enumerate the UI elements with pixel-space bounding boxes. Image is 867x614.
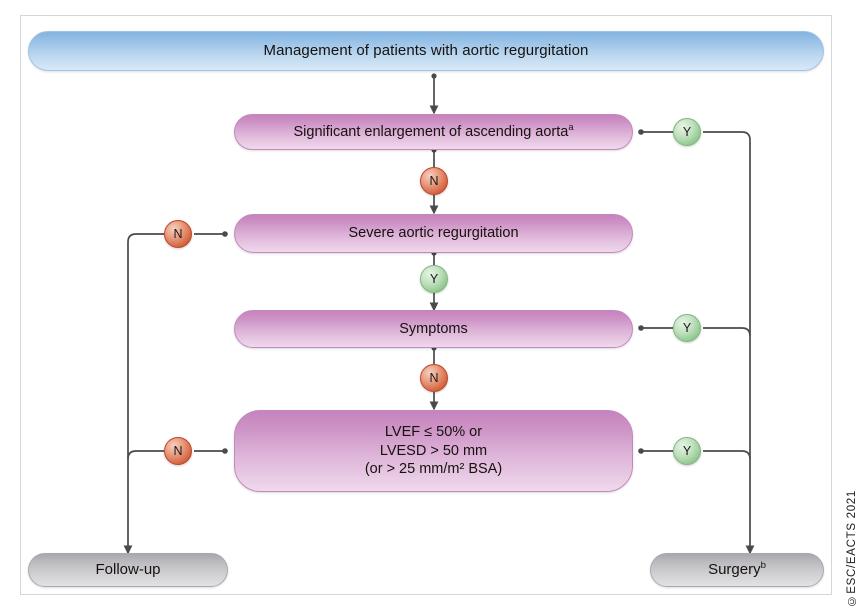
decision-ascending-aorta[interactable]: Significant enlargement of ascending aor…: [234, 114, 633, 150]
copyright-text: ©ESC/EACTS 2021: [846, 489, 858, 606]
badge-label: Y: [682, 125, 692, 139]
lvef-line-1: LVEF ≤ 50% or: [384, 424, 483, 441]
copyright-area: ©ESC/EACTS 2021: [837, 0, 867, 614]
badge-label: Y: [682, 321, 692, 335]
badge-no-severe-ar: N: [164, 220, 192, 248]
decision-lvef-lvesd[interactable]: LVEF ≤ 50% or LVESD > 50 mm (or > 25 mm/…: [234, 410, 633, 492]
badge-label: N: [429, 174, 439, 188]
badge-yes-severe-ar: Y: [420, 265, 448, 293]
lvef-line-2: LVESD > 50 mm: [379, 442, 488, 459]
decision-severe-ar-label: Severe aortic regurgitation: [348, 225, 519, 242]
badge-no-symptoms: N: [420, 364, 448, 392]
decision-symptoms-label: Symptoms: [399, 320, 468, 337]
badge-yes-symptoms: Y: [673, 314, 701, 342]
footnote-marker-a: a: [568, 121, 574, 132]
decision-ascending-aorta-label: Significant enlargement of ascending aor…: [293, 121, 574, 140]
badge-label: N: [429, 371, 439, 385]
footnote-marker-b: b: [760, 560, 766, 572]
header-title: Management of patients with aortic regur…: [263, 42, 589, 60]
figure-frame: [20, 15, 832, 595]
badge-no-ascending-aorta: N: [420, 167, 448, 195]
decision-severe-aortic-regurgitation[interactable]: Severe aortic regurgitation: [234, 214, 633, 253]
decision-symptoms[interactable]: Symptoms: [234, 310, 633, 348]
badge-yes-lvef: Y: [673, 437, 701, 465]
outcome-follow-up[interactable]: Follow-up: [28, 553, 228, 587]
outcome-surgery-label: Surgeryb: [708, 560, 766, 579]
header-banner: Management of patients with aortic regur…: [28, 31, 824, 71]
outcome-surgery[interactable]: Surgeryb: [650, 553, 824, 587]
badge-no-lvef: N: [164, 437, 192, 465]
decision-lvef-lvesd-label: LVEF ≤ 50% or LVESD > 50 mm (or > 25 mm/…: [365, 423, 502, 479]
badge-label: N: [173, 444, 183, 458]
badge-label: Y: [682, 444, 692, 458]
badge-yes-ascending-aorta: Y: [673, 118, 701, 146]
outcome-follow-up-label: Follow-up: [95, 561, 161, 579]
badge-label: N: [173, 227, 183, 241]
badge-label: Y: [429, 272, 439, 286]
lvef-line-3: (or > 25 mm/m² BSA): [364, 461, 503, 478]
